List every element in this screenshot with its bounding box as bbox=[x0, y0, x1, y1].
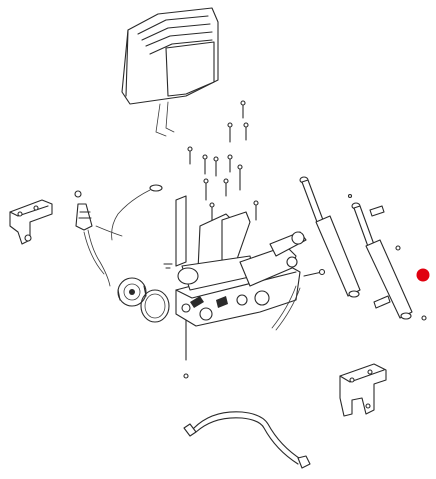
bolt-set bbox=[187, 100, 259, 223]
connector-pin bbox=[271, 268, 326, 331]
sensor-cable bbox=[95, 184, 163, 241]
gas-spring-strut-left bbox=[299, 176, 361, 298]
left-mounting-bracket bbox=[9, 199, 53, 245]
rotary-disc bbox=[117, 277, 147, 307]
seat-cushion bbox=[121, 7, 219, 137]
seal-ring bbox=[140, 289, 170, 323]
highlight-marker[interactable] bbox=[416, 268, 430, 282]
strut-fittings bbox=[347, 193, 427, 321]
hydraulic-pipe bbox=[183, 411, 311, 469]
right-mounting-bracket bbox=[339, 363, 387, 417]
control-lever bbox=[74, 190, 111, 287]
suspension-mechanism bbox=[163, 195, 307, 379]
gas-spring-strut-right bbox=[351, 202, 413, 320]
